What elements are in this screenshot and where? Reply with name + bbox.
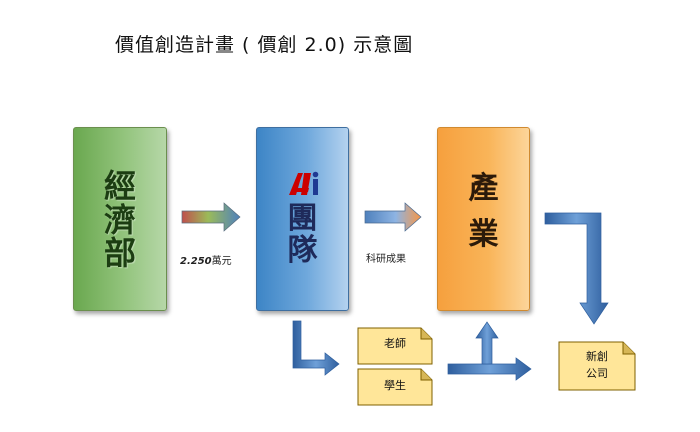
- research-arrow: [364, 202, 422, 232]
- startup-note: 新創 公司: [558, 341, 636, 391]
- team-label: 團 隊: [287, 201, 318, 268]
- team-box: 團 隊: [256, 127, 349, 311]
- moea-box: 經 濟 部: [73, 127, 167, 311]
- teacher-label: 老師: [384, 337, 406, 350]
- industry-label: 產 業: [468, 171, 499, 252]
- industry-to-startup-arrow: [544, 212, 609, 325]
- funding-arrow: [181, 202, 241, 232]
- funding-label: 2.250萬元: [180, 256, 232, 267]
- student-note: 學生: [357, 368, 433, 406]
- research-results-label: 科研成果: [366, 254, 406, 265]
- teacher-note: 老師: [357, 327, 433, 365]
- diagram-title: 價值創造計畫 ( 價創 2.0) 示意圖: [115, 34, 414, 56]
- ai-logo-icon: [289, 171, 319, 195]
- moea-label: 經 濟 部: [103, 167, 136, 273]
- notes-to-startup-arrow: [447, 357, 532, 381]
- startup-label: 新創 公司: [586, 350, 608, 380]
- team-to-notes-arrow: [292, 320, 340, 376]
- industry-box: 產 業: [437, 127, 530, 311]
- notes-to-industry-arrow: [475, 321, 499, 365]
- student-label: 學生: [384, 379, 406, 392]
